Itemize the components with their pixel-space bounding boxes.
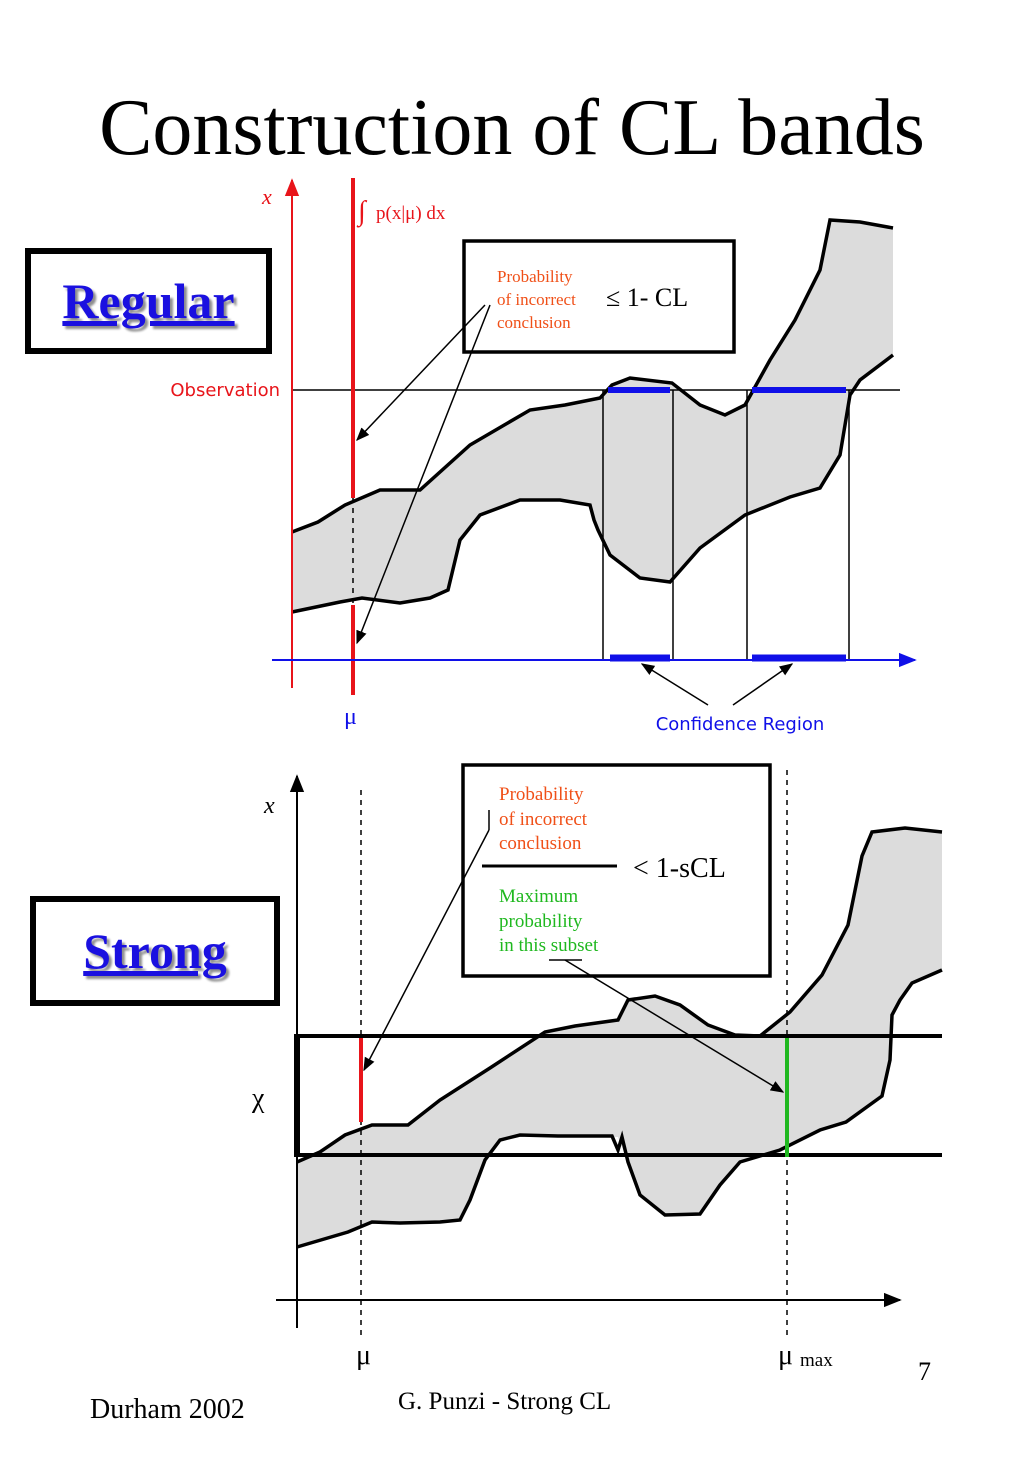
regular-observation-label: Observation [170, 380, 280, 401]
strong-x-axis-label: x [263, 793, 275, 819]
strong-denominator-arrow [564, 959, 785, 1093]
regular-x-axis-label: x [261, 184, 272, 209]
strong-mumax-label: μ [778, 1340, 793, 1371]
regular-integral-label: p(x|μ) dx [376, 203, 446, 224]
regular-band-lower-curve [291, 353, 895, 614]
strong-numerator-line3: conclusion [499, 833, 582, 854]
regular-label: Regular [62, 273, 235, 329]
regular-probability-box [462, 239, 736, 354]
strong-mumax-subscript: max [800, 1350, 833, 1371]
strong-ratio-box [461, 763, 772, 978]
strong-band-lower-curve [296, 968, 943, 1249]
confidence-region-label: Confidence Region [656, 714, 825, 735]
strong-denominator-line2: probability [499, 911, 583, 932]
regular-band-upper-curve [291, 218, 894, 534]
regular-prob-arrow [356, 304, 491, 645]
strong-denominator-line1: Maximum [499, 886, 578, 907]
strong-rhs: < 1-sCL [633, 853, 726, 884]
strong-denominator-line3: in this subset [499, 935, 599, 956]
regular-prob-line1: Probability [497, 267, 573, 286]
integral-sign: ∫ [356, 196, 368, 228]
regular-box-rhs: ≤ 1- CL [606, 283, 688, 312]
strong-label-box: Strong [30, 896, 280, 1006]
confidence-arrow [640, 663, 709, 706]
page-number: 7 [918, 1357, 931, 1386]
footer-left: Durham 2002 [90, 1394, 245, 1425]
chi-label: χ [251, 1083, 265, 1114]
regular-panel: x ∫ p(x|μ) dx Observation μ Confidence R… [170, 178, 917, 735]
strong-label: Strong [83, 923, 227, 979]
strong-panel: x χ μ μ max Probability of incorrect con… [251, 763, 943, 1371]
confidence-arrow [732, 663, 794, 706]
strong-numerator-line2: of incorrect [499, 809, 588, 830]
regular-prob-line2: of incorrect [497, 290, 576, 309]
regular-prob-line3: conclusion [497, 313, 571, 332]
strong-numerator-arrow [363, 829, 490, 1072]
strong-mu-label: μ [356, 1340, 371, 1371]
regular-confidence-band [292, 220, 893, 612]
strong-numerator-line1: Probability [499, 784, 584, 805]
regular-prob-arrow [356, 304, 486, 441]
strong-band-upper-curve [296, 826, 943, 1164]
slide-title: Construction of CL bands [99, 84, 925, 172]
footer-center: G. Punzi - Strong CL [398, 1388, 612, 1415]
regular-label-box: Regular [25, 248, 272, 354]
regular-mu-label: μ [344, 704, 357, 730]
